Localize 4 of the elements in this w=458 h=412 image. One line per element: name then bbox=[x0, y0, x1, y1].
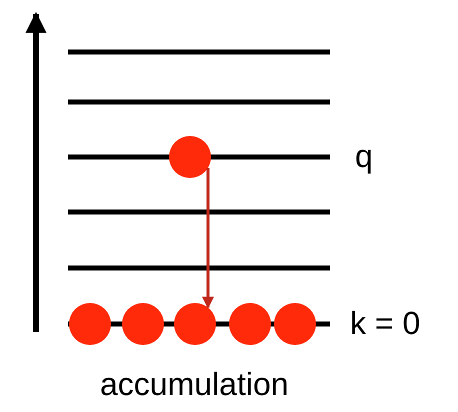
level-label: q bbox=[355, 137, 373, 176]
level-label: k = 0 bbox=[350, 304, 420, 343]
caption-text: accumulation bbox=[100, 365, 289, 404]
arrow bbox=[202, 168, 214, 309]
